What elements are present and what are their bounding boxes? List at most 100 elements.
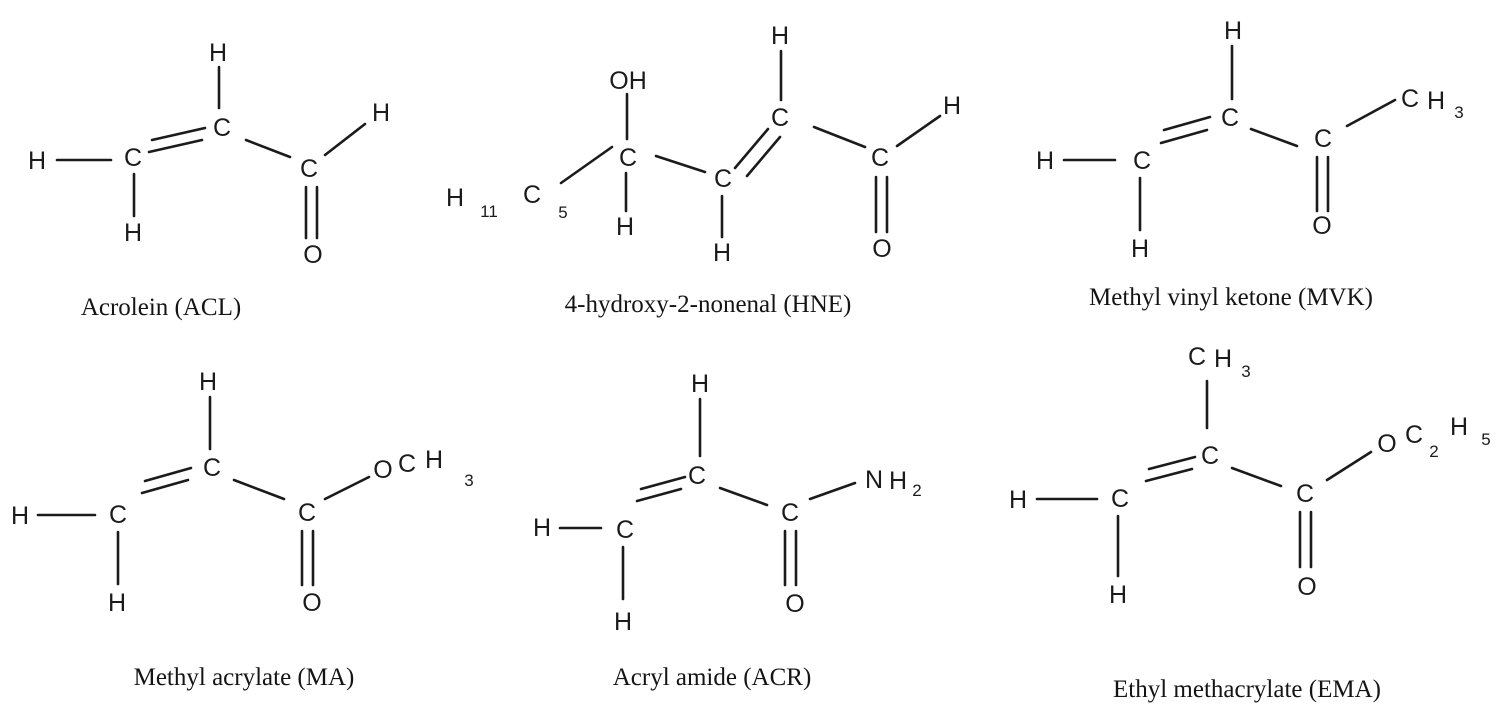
atom-label: C [781, 499, 799, 527]
bond-line [812, 125, 867, 149]
atom-label: O [872, 235, 891, 263]
atom-label: C [300, 155, 318, 183]
atom-label: C [213, 114, 231, 142]
atom-label: H [713, 239, 731, 267]
atom-label: H [1214, 345, 1232, 373]
bond-line [745, 135, 782, 178]
molecule-caption: Methyl acrylate (MA) [134, 664, 355, 691]
atom-label: C [109, 501, 127, 529]
atom-label: O [1312, 212, 1331, 240]
atom-label: H [943, 92, 961, 120]
molecule-caption: Acryl amide (ACR) [613, 664, 812, 691]
bond-line [808, 481, 857, 501]
atom-label: H [108, 589, 126, 617]
atom-label: H [771, 22, 789, 50]
atom-label: H [1009, 486, 1027, 514]
atom-label: H [124, 219, 142, 247]
atom-label: H [691, 370, 709, 398]
atom-label: OH [609, 67, 647, 95]
bond-line [1230, 466, 1283, 488]
bond-line [1249, 127, 1299, 148]
atom-label: C [398, 450, 416, 478]
bond-line [143, 466, 193, 483]
atom-label: C [523, 181, 541, 209]
atom-label: C [1296, 480, 1314, 508]
bond-line [1345, 98, 1397, 128]
atom-label: C [1111, 485, 1129, 513]
atom-label: O [785, 590, 804, 618]
atom-label: C [1221, 104, 1239, 132]
atom-label: H [11, 502, 29, 530]
bond-line [718, 486, 769, 507]
atom-label: O [373, 456, 392, 484]
atom-label: C [619, 144, 637, 172]
atom-label: C [298, 499, 316, 527]
bond-line [323, 475, 371, 501]
atom-label: O [1377, 430, 1396, 458]
atom-label: O [302, 589, 321, 617]
subscript-label: 3 [464, 471, 473, 490]
subscript-label: 5 [1481, 430, 1490, 449]
bond-line [895, 114, 942, 148]
atom-label: H [889, 467, 907, 495]
molecule-caption: Ethyl methacrylate (EMA) [1113, 676, 1381, 703]
bond-line [733, 127, 770, 170]
atom-label: H [1450, 413, 1468, 441]
atom-label: C [1401, 85, 1419, 113]
bond-line [244, 138, 292, 159]
atom-label: C [871, 144, 889, 172]
atom-label: H [372, 99, 390, 127]
atom-label: H [28, 147, 46, 175]
atom-label: N [865, 466, 883, 494]
bond-line [1325, 450, 1373, 482]
bond-line [147, 138, 204, 154]
atom-label: C [1314, 125, 1332, 153]
bond-line [654, 154, 707, 174]
molecule-caption: Acrolein (ACL) [81, 294, 241, 321]
subscript-label: 11 [480, 202, 498, 221]
subscript-label: 3 [1454, 103, 1463, 122]
atom-label: H [1131, 235, 1149, 263]
bond-line [1144, 467, 1194, 483]
subscript-label: 5 [558, 203, 567, 222]
atom-label: H [614, 608, 632, 636]
atom-label: O [1297, 573, 1316, 601]
subscript-label: 3 [1241, 362, 1250, 381]
atom-label: C [714, 165, 732, 193]
bond-line [639, 475, 687, 491]
bond-line [232, 478, 286, 501]
bond-line [1159, 128, 1209, 145]
bond-line [323, 122, 367, 157]
atom-label: C [203, 454, 221, 482]
atom-label: H [1224, 17, 1242, 45]
bond-line [635, 487, 683, 503]
bond-line [150, 126, 207, 142]
molecule-caption: 4-hydroxy-2-nonenal (HNE) [565, 291, 852, 318]
atom-label: H [1036, 147, 1054, 175]
atom-label: H [533, 514, 551, 542]
atom-label: C [124, 144, 142, 172]
atom-label: C [1133, 147, 1151, 175]
atom-label: C [1405, 421, 1423, 449]
subscript-label: 2 [1429, 442, 1438, 461]
atom-label: C [616, 516, 634, 544]
atom-label: O [303, 241, 322, 269]
bond-line [1147, 455, 1197, 471]
atom-label: C [688, 462, 706, 490]
bond-line [1162, 115, 1212, 132]
atom-label: H [199, 368, 217, 396]
atom-label: H [425, 446, 443, 474]
atom-label: H [446, 184, 464, 212]
bond-line [559, 145, 614, 185]
atom-label: C [1188, 343, 1206, 371]
molecule-caption: Methyl vinyl ketone (MVK) [1089, 284, 1373, 311]
atom-label: C [771, 104, 789, 132]
atom-label: H [1109, 581, 1127, 609]
